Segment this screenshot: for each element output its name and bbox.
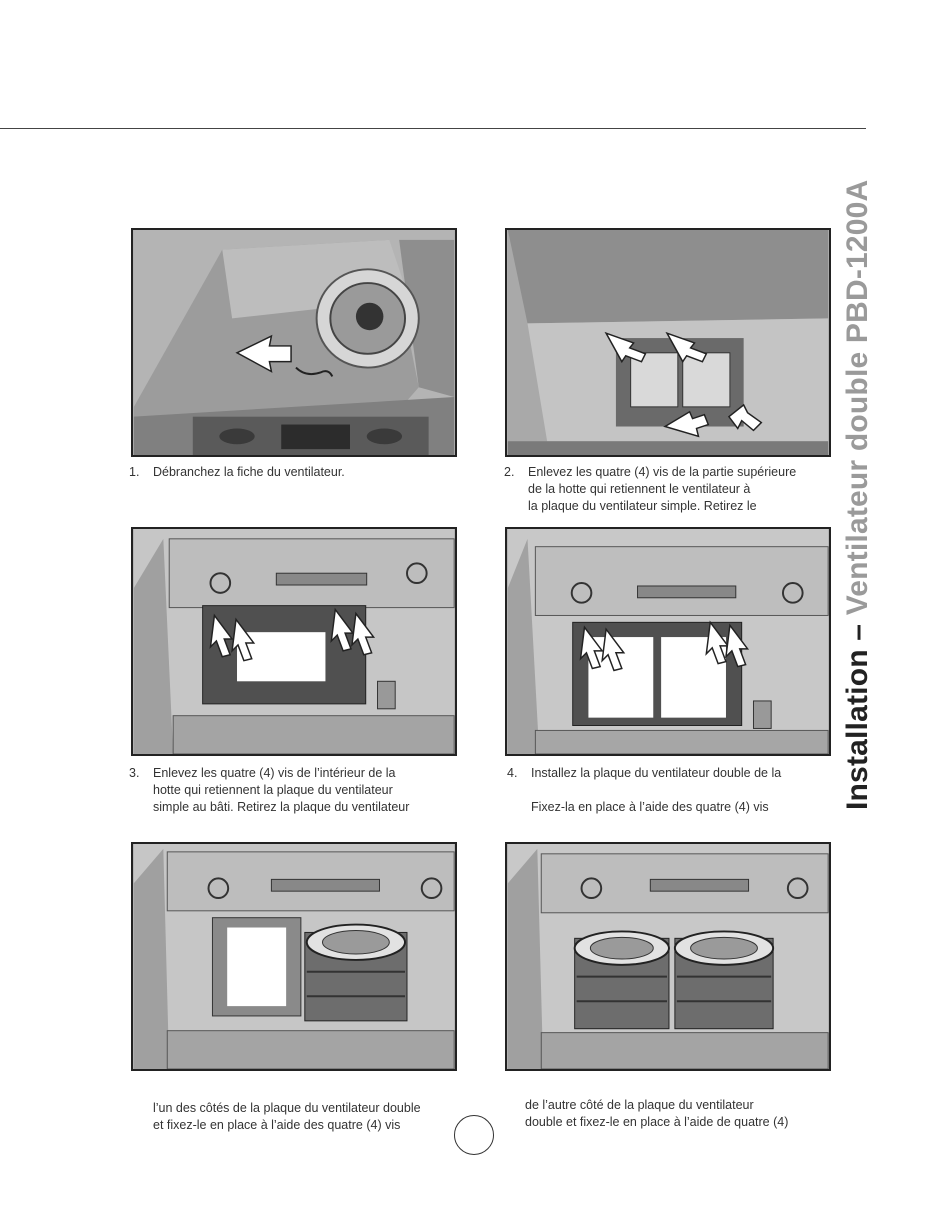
figure-step-1 [131, 228, 457, 457]
side-title-part2: Ventilateur double PBD-1200A [841, 179, 874, 616]
side-title: Installation – Ventilateur double PBD-12… [838, 150, 878, 810]
illustration-remove-top-screws [507, 230, 829, 455]
step-3-text-line-2: hotte qui retiennent la plaque du ventil… [153, 783, 393, 797]
step-4-number: 4. [507, 766, 518, 780]
step-4-text-line-3: Fixez-la en place à l’aide des quatre (4… [531, 800, 769, 814]
step-2-text-line-3: la plaque du ventilateur simple. Retirez… [528, 499, 757, 513]
illustration-install-first-fan [133, 844, 455, 1069]
illustration-remove-single-plate [133, 529, 455, 754]
header-rule [0, 128, 866, 129]
step-3-text-line-1: Enlevez les quatre (4) vis de l’intérieu… [153, 766, 396, 780]
figure-step-4 [505, 527, 831, 756]
step-3-number: 3. [129, 766, 140, 780]
step-1-number: 1. [129, 465, 140, 479]
step-6-caption: de l’autre côté de la plaque du ventilat… [501, 1097, 841, 1133]
step-4-caption: 4. Installez la plaque du ventilateur do… [507, 765, 837, 817]
step-5-text-line-2: et fixez-le en place à l’aide des quatre… [153, 1118, 401, 1132]
figure-step-6 [505, 842, 831, 1071]
figure-step-3 [131, 527, 457, 756]
step-2-number: 2. [504, 465, 515, 479]
step-3-text-line-3: simple au bâti. Retirez la plaque du ven… [153, 800, 410, 814]
step-2-text-line-1: Enlevez les quatre (4) vis de la partie … [528, 465, 797, 479]
illustration-unplug-fan [133, 230, 455, 455]
step-6-text-line-2: double et fixez-le en place à l’aide de … [525, 1115, 789, 1129]
figure-step-5 [131, 842, 457, 1071]
step-2-text-line-2: de la hotte qui retiennent le ventilateu… [528, 482, 751, 496]
page-number-circle [454, 1115, 494, 1155]
side-title-part1: Installation – [841, 615, 874, 810]
step-5-text-line-1: l’un des côtés de la plaque du ventilate… [153, 1101, 421, 1115]
illustration-install-double-plate [507, 529, 829, 754]
step-3-caption: 3. Enlevez les quatre (4) vis de l’intér… [129, 765, 469, 817]
figure-step-2 [505, 228, 831, 457]
step-6-text-line-1: de l’autre côté de la plaque du ventilat… [525, 1098, 754, 1112]
step-1-caption: 1. Débranchez la fiche du ventilateur. [129, 464, 459, 484]
step-2-caption: 2. Enlevez les quatre (4) vis de la part… [504, 464, 844, 516]
illustration-install-second-fan [507, 844, 829, 1069]
step-4-text-line-1: Installez la plaque du ventilateur doubl… [531, 766, 782, 780]
step-1-text-line-1: Débranchez la fiche du ventilateur. [153, 465, 345, 479]
step-5-caption: l’un des côtés de la plaque du ventilate… [129, 1100, 469, 1136]
